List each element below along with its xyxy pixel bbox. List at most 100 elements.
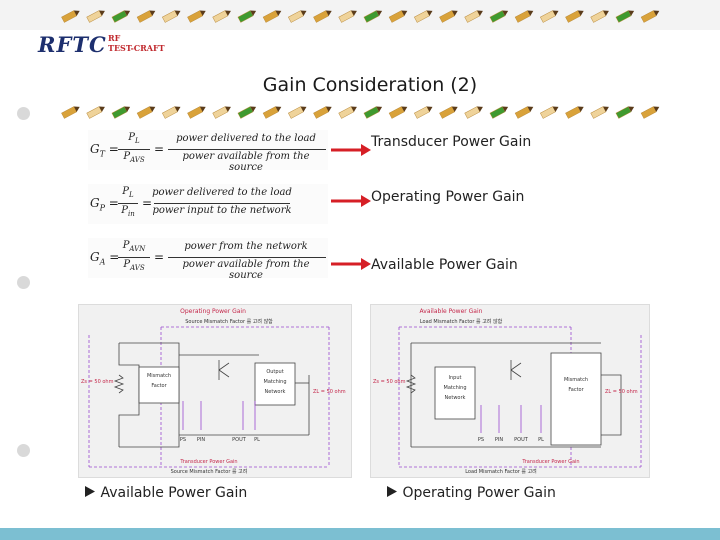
logo-sub-line2: TEST-CRAFT [108,43,165,53]
logo-sub-line1: RF [108,33,121,43]
formula-numerator: PL [122,186,134,199]
formula-equals: = [154,250,165,264]
tap-pout: POUT [514,437,529,443]
fraction-line [168,149,326,150]
tap-pin: PIN [197,437,205,443]
formula-denominator: PAVS [123,259,145,272]
formula-numerator: PAVN [122,240,146,253]
tap-ps: PS [478,437,484,443]
pencil-icon [514,106,534,119]
fraction-line [118,149,150,150]
diagram-bottom-note: Load Mismatch Factor 를 고려 [465,468,537,475]
formula-desc-numerator: power delivered to the load [152,187,292,198]
tap-pl: PL [254,437,260,443]
tap-pin: PIN [495,437,503,443]
page-title: Gain Consideration (2) [262,74,478,96]
pencil-icon [539,10,559,23]
fraction-line [168,257,326,258]
pencil-icon [565,10,584,23]
pencil-icon [86,106,105,119]
triangle-bullet-icon [387,486,397,497]
block2-line1: Mismatch [564,377,588,383]
block1-line2: Matching [444,385,467,391]
fraction-line [118,257,150,258]
tap-ps: PS [180,437,186,443]
bullet-dot-icon [17,276,30,289]
bullet-dot-icon [17,444,30,457]
diagram-bottom-note: Source Mismatch Factor 를 고려 [171,468,248,475]
pencil-icon [514,10,534,23]
pencil-icon [187,106,206,119]
formula-desc-denominator: power available from the source [182,259,310,281]
pencil-icon [338,106,357,119]
pencil-icon [413,106,433,119]
pencil-row-mid [61,106,660,119]
zs-label: Zs = 50 ohm [81,379,114,385]
formula-denominator: PAVS [123,151,145,164]
pencil-icon [413,10,433,23]
diagram-operating-power-gain: Operating Power Gain Source Mismatch Fac… [78,304,352,478]
label-available-gain: Available Power Gain [371,257,518,273]
formula-lhs: GT = [90,142,119,159]
label-transducer-gain: Transducer Power Gain [371,134,532,150]
pencil-icon [237,10,257,23]
pencil-icon [161,106,181,119]
pencil-icon [86,10,105,23]
logo-sub: RF TEST-CRAFT [108,33,165,53]
bullet-dot-icon [17,107,30,120]
block2-line2: Factor [568,387,584,393]
diagram-bottom-title: Transducer Power Gain [179,459,237,465]
diagram-title: Operating Power Gain [180,308,246,315]
diagram-top-note: Load Mismatch Factor 를 고려 않함 [420,318,503,325]
formula-lhs: GP = [90,196,119,213]
block1-line1: Input [449,375,462,381]
pencil-icon [136,106,156,119]
pencil-icon [161,10,181,23]
pencil-icon [388,106,408,119]
pencil-icon [464,10,483,23]
pencil-icon [439,106,458,119]
pencil-icon [237,106,257,119]
block2-line1: Output [266,369,283,375]
pencil-icon [363,10,383,23]
pencil-icon [287,106,307,119]
diagram-top-note: Source Mismatch Factor 를 고려 않함 [185,318,273,325]
pencil-row-top [61,10,660,23]
right-arrow-icon [331,195,371,207]
pencil-icon [590,106,609,119]
formula-available: GA = PAVN PAVS = power from the network … [88,238,328,281]
logo: RFTC RF TEST-CRAFT [38,32,178,58]
formula-equals: = [142,196,153,210]
pencil-icon [262,10,282,23]
bottom-label-operating: Operating Power Gain [386,485,556,501]
formula-denominator: Pin [121,205,135,218]
block1-line2: Factor [151,383,167,389]
pencil-icon [187,10,206,23]
logo-main: RFTC [38,32,107,57]
pencil-icon [388,10,408,23]
pencil-icon [61,10,80,23]
fraction-line [118,203,138,204]
formula-desc-numerator: power delivered to the load [176,133,316,144]
pencil-icon [590,10,609,23]
pencil-icon [262,106,282,119]
pencil-icon [565,106,584,119]
pencil-icon [489,106,509,119]
block1-line3: Network [445,395,466,401]
block2-line2: Matching [264,379,287,385]
tap-pl: PL [538,437,544,443]
formula-numerator: PL [128,132,140,145]
diagram-available-power-gain: Available Power Gain Load Mismatch Facto… [370,304,650,478]
pencil-icon [615,106,635,119]
formula-lhs: GA = [90,250,120,267]
formula-desc-denominator: power input to the network [152,205,292,216]
pencil-icon [61,106,80,119]
pencil-icon [439,10,458,23]
pencil-icon [640,10,660,23]
pencil-icon [313,106,332,119]
bottom-accent-bar [0,528,720,540]
pencil-icon [539,106,559,119]
fraction-line [154,203,290,204]
pencil-icon [111,10,131,23]
pencil-icon [212,10,231,23]
